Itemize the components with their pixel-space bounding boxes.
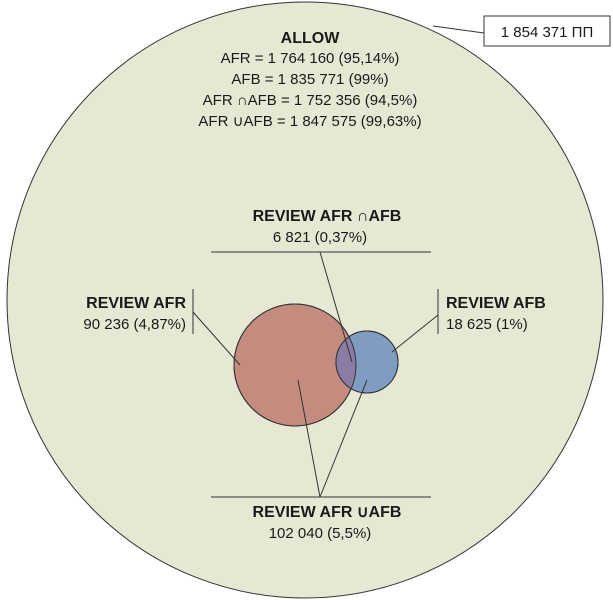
- allow-circle: [6, 1, 604, 599]
- review-intersection-value: 6 821 (0,37%): [273, 229, 367, 246]
- allow-line-afr: AFR = 1 764 160 (95,14%): [221, 50, 400, 67]
- review-afr-leader: [192, 311, 241, 366]
- review-afr-title: REVIEW AFR: [86, 295, 186, 312]
- review-union-leader-afr: [297, 379, 321, 498]
- allow-title: ALLOW: [281, 30, 341, 47]
- afb-circle-outline: [335, 330, 399, 394]
- allow-line-afb: AFB = 1 835 771 (99%): [231, 71, 388, 88]
- total-box-connector: [432, 25, 485, 34]
- allow-line-intersection: AFR ∩AFB = 1 752 356 (94,5%): [203, 92, 418, 109]
- review-afb-title: REVIEW AFB: [446, 295, 546, 312]
- review-afr-value: 90 236 (4,87%): [83, 316, 186, 333]
- review-union-leader-afb: [319, 379, 368, 498]
- afr-circle-outline: [233, 303, 357, 427]
- review-union-title: REVIEW AFR ∪AFB: [253, 504, 402, 521]
- review-afb-value: 18 625 (1%): [446, 316, 528, 333]
- review-afb-leader: [391, 314, 439, 353]
- review-intersection-title: REVIEW AFR ∩AFB: [253, 208, 402, 225]
- review-union-value: 102 040 (5,5%): [269, 525, 372, 542]
- allow-line-union: AFR ∪AFB = 1 847 575 (99,63%): [198, 113, 421, 130]
- review-intersection-leader: [319, 251, 353, 363]
- total-box-label: 1 854 371 ПП: [501, 24, 593, 41]
- total-box: [483, 15, 611, 47]
